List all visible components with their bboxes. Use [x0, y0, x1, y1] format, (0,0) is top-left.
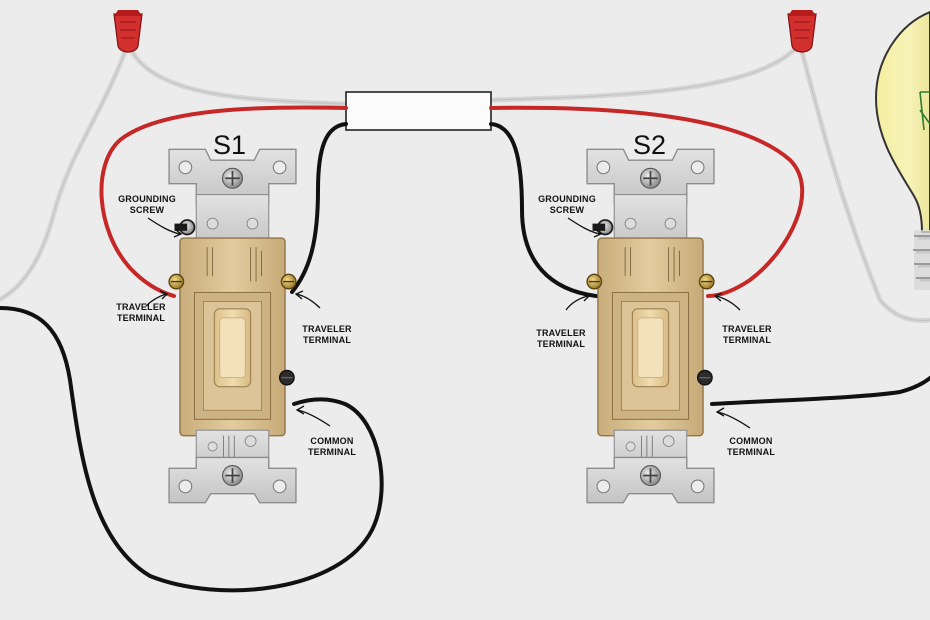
- switch-s1-icon: [168, 148, 297, 504]
- hot-wires: [0, 122, 930, 593]
- wire-nut-icon: [787, 10, 817, 53]
- switch-label-s1: S1: [213, 130, 247, 160]
- load-wire-s2-common: [710, 376, 930, 406]
- switch-s2-icon: [586, 148, 715, 504]
- switch-label-s2: S2: [633, 130, 667, 160]
- line-wire-s1-common: [0, 306, 384, 593]
- traveler-wire-red: [99, 105, 805, 298]
- wire-nut-icon: [113, 10, 143, 53]
- cable-clamp-icon: [345, 91, 492, 131]
- neutral-wire-top-run: [125, 41, 349, 107]
- light-bulb-icon: [874, 10, 930, 290]
- traveler-wire-black-s1: [290, 122, 348, 294]
- neutral-wire-left-down: [0, 41, 131, 302]
- label-leaders: [145, 217, 751, 429]
- traveler-wire-black-s2: [489, 122, 598, 298]
